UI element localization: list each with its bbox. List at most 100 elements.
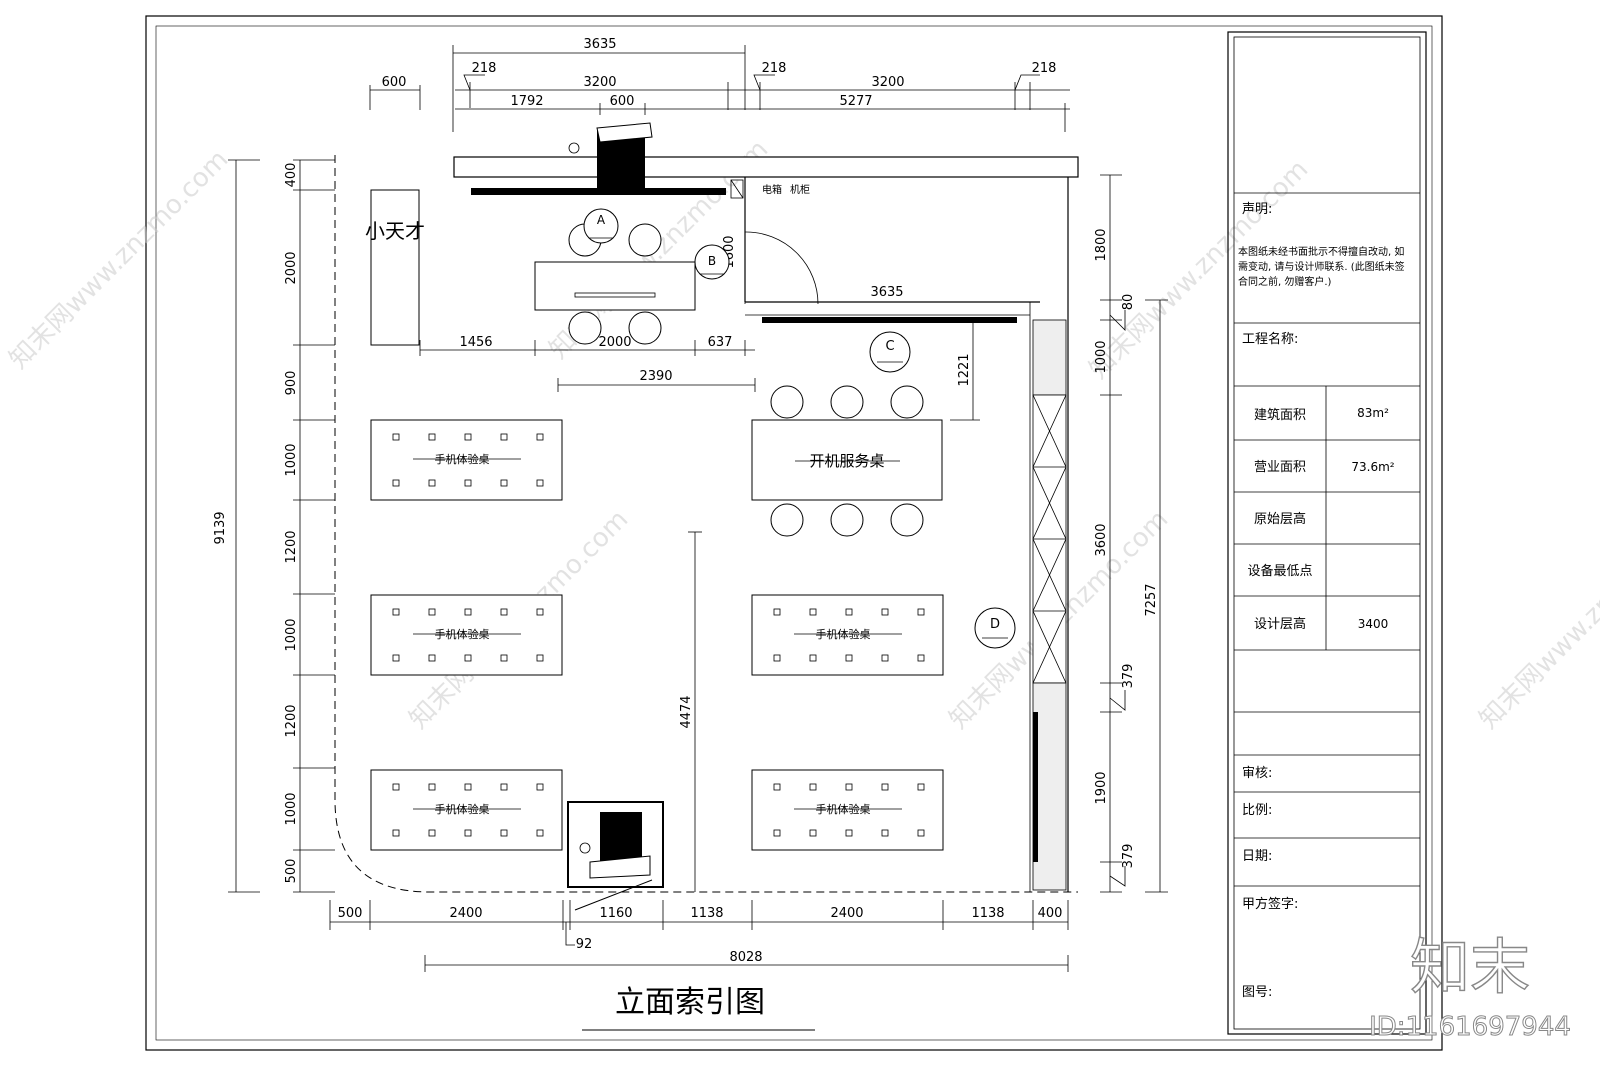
dim-label: 1000 [1094,340,1109,373]
dim-label: 3200 [871,75,904,90]
dim-label: 600 [610,94,635,109]
dim-label: 3600 [1094,523,1109,556]
stool [770,503,804,537]
dim-label: 900 [284,371,299,396]
declaration-text: 合同之前, 勿赠客户.) [1238,275,1332,288]
service-desk-label: 开机服务桌 [809,452,884,470]
exp-table-label: 手机体验桌 [816,802,871,816]
dim-label: 4474 [679,695,694,728]
dim-label: 218 [762,61,787,76]
kid-area-cabinet [370,189,420,346]
phone-display-stand [392,608,400,616]
phone-display-stand [917,608,925,616]
exp-table-label: 手机体验桌 [435,452,490,466]
tb-row-label: 营业面积 [1254,460,1306,475]
dim-label: 3200 [583,75,616,90]
tb-row-label: 设计层高 [1254,616,1306,632]
storefront-dashed-line [334,155,1078,893]
index-marker-c: C [869,331,911,373]
phone-display-stand [845,783,853,791]
experience-table [751,769,944,851]
index-marker-label: B [708,254,716,268]
index-marker-label: C [885,339,894,354]
experience-table [370,594,563,676]
experience-table [751,594,944,676]
phone-display-stand [464,479,472,487]
phone-display-stand [881,654,889,662]
phone-display-stand [500,433,508,441]
dim-label: 600 [382,75,407,90]
phone-display-stand [917,783,925,791]
phone-display-stand [536,783,544,791]
client-sign-label: 甲方签字: [1242,896,1298,912]
phone-display-stand [428,433,436,441]
index-marker-label: A [597,213,606,227]
phone-display-stand [773,654,781,662]
phone-display-stand [500,783,508,791]
dim-label: 1900 [1094,771,1109,804]
phone-display-stand [809,829,817,837]
date-label: 日期: [1242,849,1272,864]
dim-label: 3635 [583,37,616,52]
drawing-no-label: 图号: [1242,985,1272,1000]
dim-label: 2000 [598,335,631,350]
tb-row-label: 原始层高 [1254,511,1306,527]
dim-label: 1456 [459,335,492,350]
phone-display-stand [773,783,781,791]
phone-display-stand [809,608,817,616]
phone-display-stand [464,829,472,837]
scale-label: 比例: [1242,803,1272,818]
phone-display-stand [500,479,508,487]
dim-label: 1200 [284,530,299,563]
tb-row-value: 73.6m² [1351,460,1394,474]
phone-display-stand [500,829,508,837]
phone-display-stand [464,783,472,791]
dim-label: 500 [338,906,363,921]
inner-frame [155,25,1433,1041]
phone-display-stand [392,433,400,441]
exp-table-label: 手机体验桌 [816,627,871,641]
dim-label: 2390 [639,369,672,384]
phone-display-stand [917,829,925,837]
cabinet-label: 机柜 [790,183,810,196]
phone-display-stand [917,654,925,662]
phone-display-stand [536,479,544,487]
phone-display-stand [500,654,508,662]
dim-label: 80 [1121,294,1136,311]
right-dimensions [1100,174,1168,893]
dim-label: 1200 [284,704,299,737]
right-display-cabinets [1032,319,1067,891]
phone-display-stand [392,479,400,487]
phone-display-stand [809,783,817,791]
brand-mark: 知末 [1410,933,1530,1003]
experience-table [370,419,563,501]
dim-label: 218 [472,61,497,76]
phone-display-stand [428,654,436,662]
dim-label: 8028 [729,950,762,965]
left-dimensions [228,159,335,893]
dim-label: 379 [1121,844,1136,869]
phone-display-stand [845,829,853,837]
phone-display-stand [809,654,817,662]
tb-row-value: 83m² [1357,406,1389,420]
dim-label: 2400 [449,906,482,921]
interior-dimensions [419,301,1040,892]
review-label: 审核: [1242,766,1272,781]
dim-label: 379 [1121,664,1136,689]
drawing-title: 立面索引图 [615,985,765,1020]
dim-label: 1800 [1094,228,1109,261]
stool [770,385,804,419]
dim-label: 1000 [284,792,299,825]
stool [830,503,864,537]
dim-label: 92 [576,937,593,952]
phone-display-stand [428,608,436,616]
bottom-dimensions [329,900,1069,972]
phone-display-stand [536,433,544,441]
tb-row-label: 设备最低点 [1247,563,1312,579]
experience-table [370,769,563,851]
phone-display-stand [428,829,436,837]
stool [568,311,602,345]
dim-label: 500 [284,859,299,884]
phone-display-stand [881,608,889,616]
image-id-label: ID:1161697944 [1369,1012,1571,1042]
